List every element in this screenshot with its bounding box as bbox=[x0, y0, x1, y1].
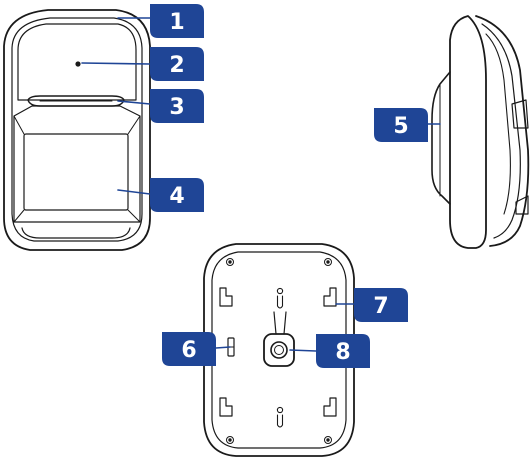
callout-5-label: 5 bbox=[393, 114, 408, 139]
callout-5: 5 bbox=[374, 108, 428, 142]
leader-lines bbox=[81, 17, 441, 352]
led-indicator bbox=[75, 61, 81, 67]
callout-2-label: 2 bbox=[169, 53, 184, 78]
callout-7-label: 7 bbox=[373, 294, 388, 319]
callout-8: 8 bbox=[316, 334, 370, 368]
side-view-sensor bbox=[431, 15, 530, 249]
callout-badges: 1 2 3 4 5 6 7 8 bbox=[150, 4, 428, 368]
callout-6: 6 bbox=[162, 332, 216, 366]
front-view-sensor bbox=[3, 9, 151, 251]
rear-view-sensor bbox=[203, 243, 355, 457]
callout-1-label: 1 bbox=[169, 10, 184, 35]
callout-3-label: 3 bbox=[169, 95, 184, 120]
callout-4-label: 4 bbox=[169, 184, 184, 209]
callout-4: 4 bbox=[150, 178, 204, 212]
callout-7: 7 bbox=[354, 288, 408, 322]
callout-8-label: 8 bbox=[335, 340, 350, 365]
callout-2: 2 bbox=[150, 47, 204, 81]
callout-6-label: 6 bbox=[181, 338, 196, 363]
callout-3: 3 bbox=[150, 89, 204, 123]
callout-1: 1 bbox=[150, 4, 204, 38]
